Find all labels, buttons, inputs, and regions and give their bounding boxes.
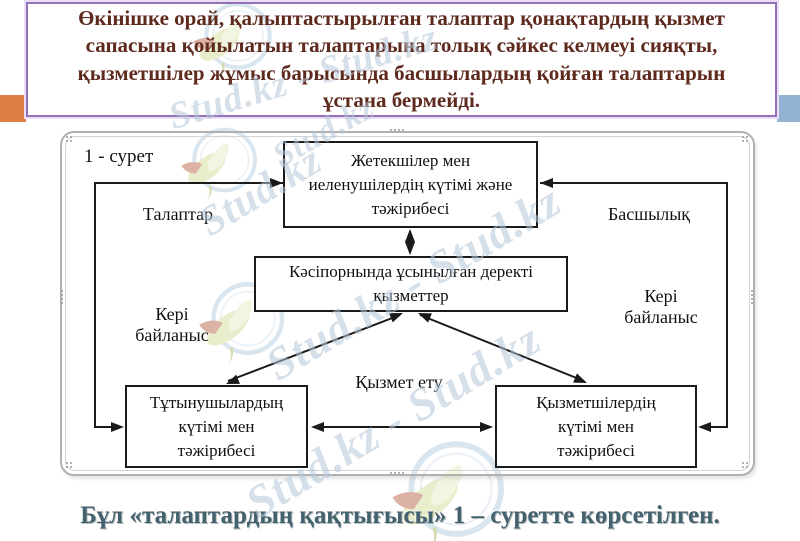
title-box: Өкінішке орай, қалыптастырылған талаптар… bbox=[26, 2, 777, 117]
box-text: Қызметшілердің bbox=[536, 392, 656, 412]
title-text: ұстана бермейді. bbox=[322, 88, 481, 112]
label-management: Басшылық bbox=[607, 204, 691, 224]
box-text: Жетекшілер мен bbox=[350, 150, 471, 170]
label-text: Кері bbox=[155, 304, 189, 324]
frame-screw-dots bbox=[61, 290, 63, 292]
slide-caption: Бұл «талаптардың қақтығысы» 1 – суретте … bbox=[80, 502, 720, 529]
diagram-box-consumers: Тұтынушылардың күтімі мен тәжірибесі bbox=[125, 385, 308, 468]
frame-screw-dots bbox=[66, 462, 68, 464]
box-text: тәжірибесі bbox=[371, 198, 450, 218]
studkz-logo-watermark bbox=[140, 124, 290, 204]
box-text: тәжірибесі bbox=[177, 440, 256, 460]
label-feedback-left: Кері байланыс bbox=[124, 304, 220, 346]
diagram-box-enterprise-services: Кәсіпорнында ұсынылған деректі қызметтер bbox=[254, 256, 568, 312]
frame-screw-dots bbox=[742, 136, 744, 138]
box-text: иеленушілердің күтімі және bbox=[308, 174, 513, 194]
title-text: сапасына қойылатын талаптарына толық сәй… bbox=[85, 33, 718, 57]
diagram-box-leaders-owners: Жетекшілер мен иеленушілердің күтімі жән… bbox=[283, 141, 538, 228]
box-text: Тұтынушылардың bbox=[149, 392, 284, 412]
title-text: Өкінішке орай, қалыптастырылған талаптар… bbox=[78, 5, 725, 30]
frame-screw-dots bbox=[390, 129, 392, 131]
diagram-box-staff: Қызметшілердің күтімі мен тәжірибесі bbox=[495, 385, 697, 468]
accent-bar-left bbox=[0, 95, 26, 122]
title-text: қызметшілер жұмыс барысында басшылардың … bbox=[77, 60, 726, 85]
accent-bar-right bbox=[777, 95, 800, 122]
label-text: байланыс bbox=[624, 307, 698, 327]
box-text: Кәсіпорнында ұсынылған деректі bbox=[288, 262, 534, 281]
frame-screw-dots bbox=[751, 290, 753, 292]
box-text: күтімі мен bbox=[178, 416, 255, 436]
box-text: күтімі мен bbox=[557, 416, 635, 436]
frame-screw-dots bbox=[390, 472, 392, 474]
frame-screw-dots bbox=[742, 462, 744, 464]
figure-number-label: 1 - сурет bbox=[84, 146, 154, 167]
label-text: Кері bbox=[644, 286, 678, 306]
box-text: қызметтер bbox=[373, 286, 449, 305]
frame-screw-dots bbox=[66, 136, 68, 138]
label-text: байланыс bbox=[135, 325, 209, 345]
label-requirements: Талаптар bbox=[142, 204, 214, 224]
label-feedback-right: Кері байланыс bbox=[613, 286, 709, 328]
label-service: Қызмет ету bbox=[355, 372, 443, 392]
box-text: тәжірибесі bbox=[557, 440, 635, 460]
